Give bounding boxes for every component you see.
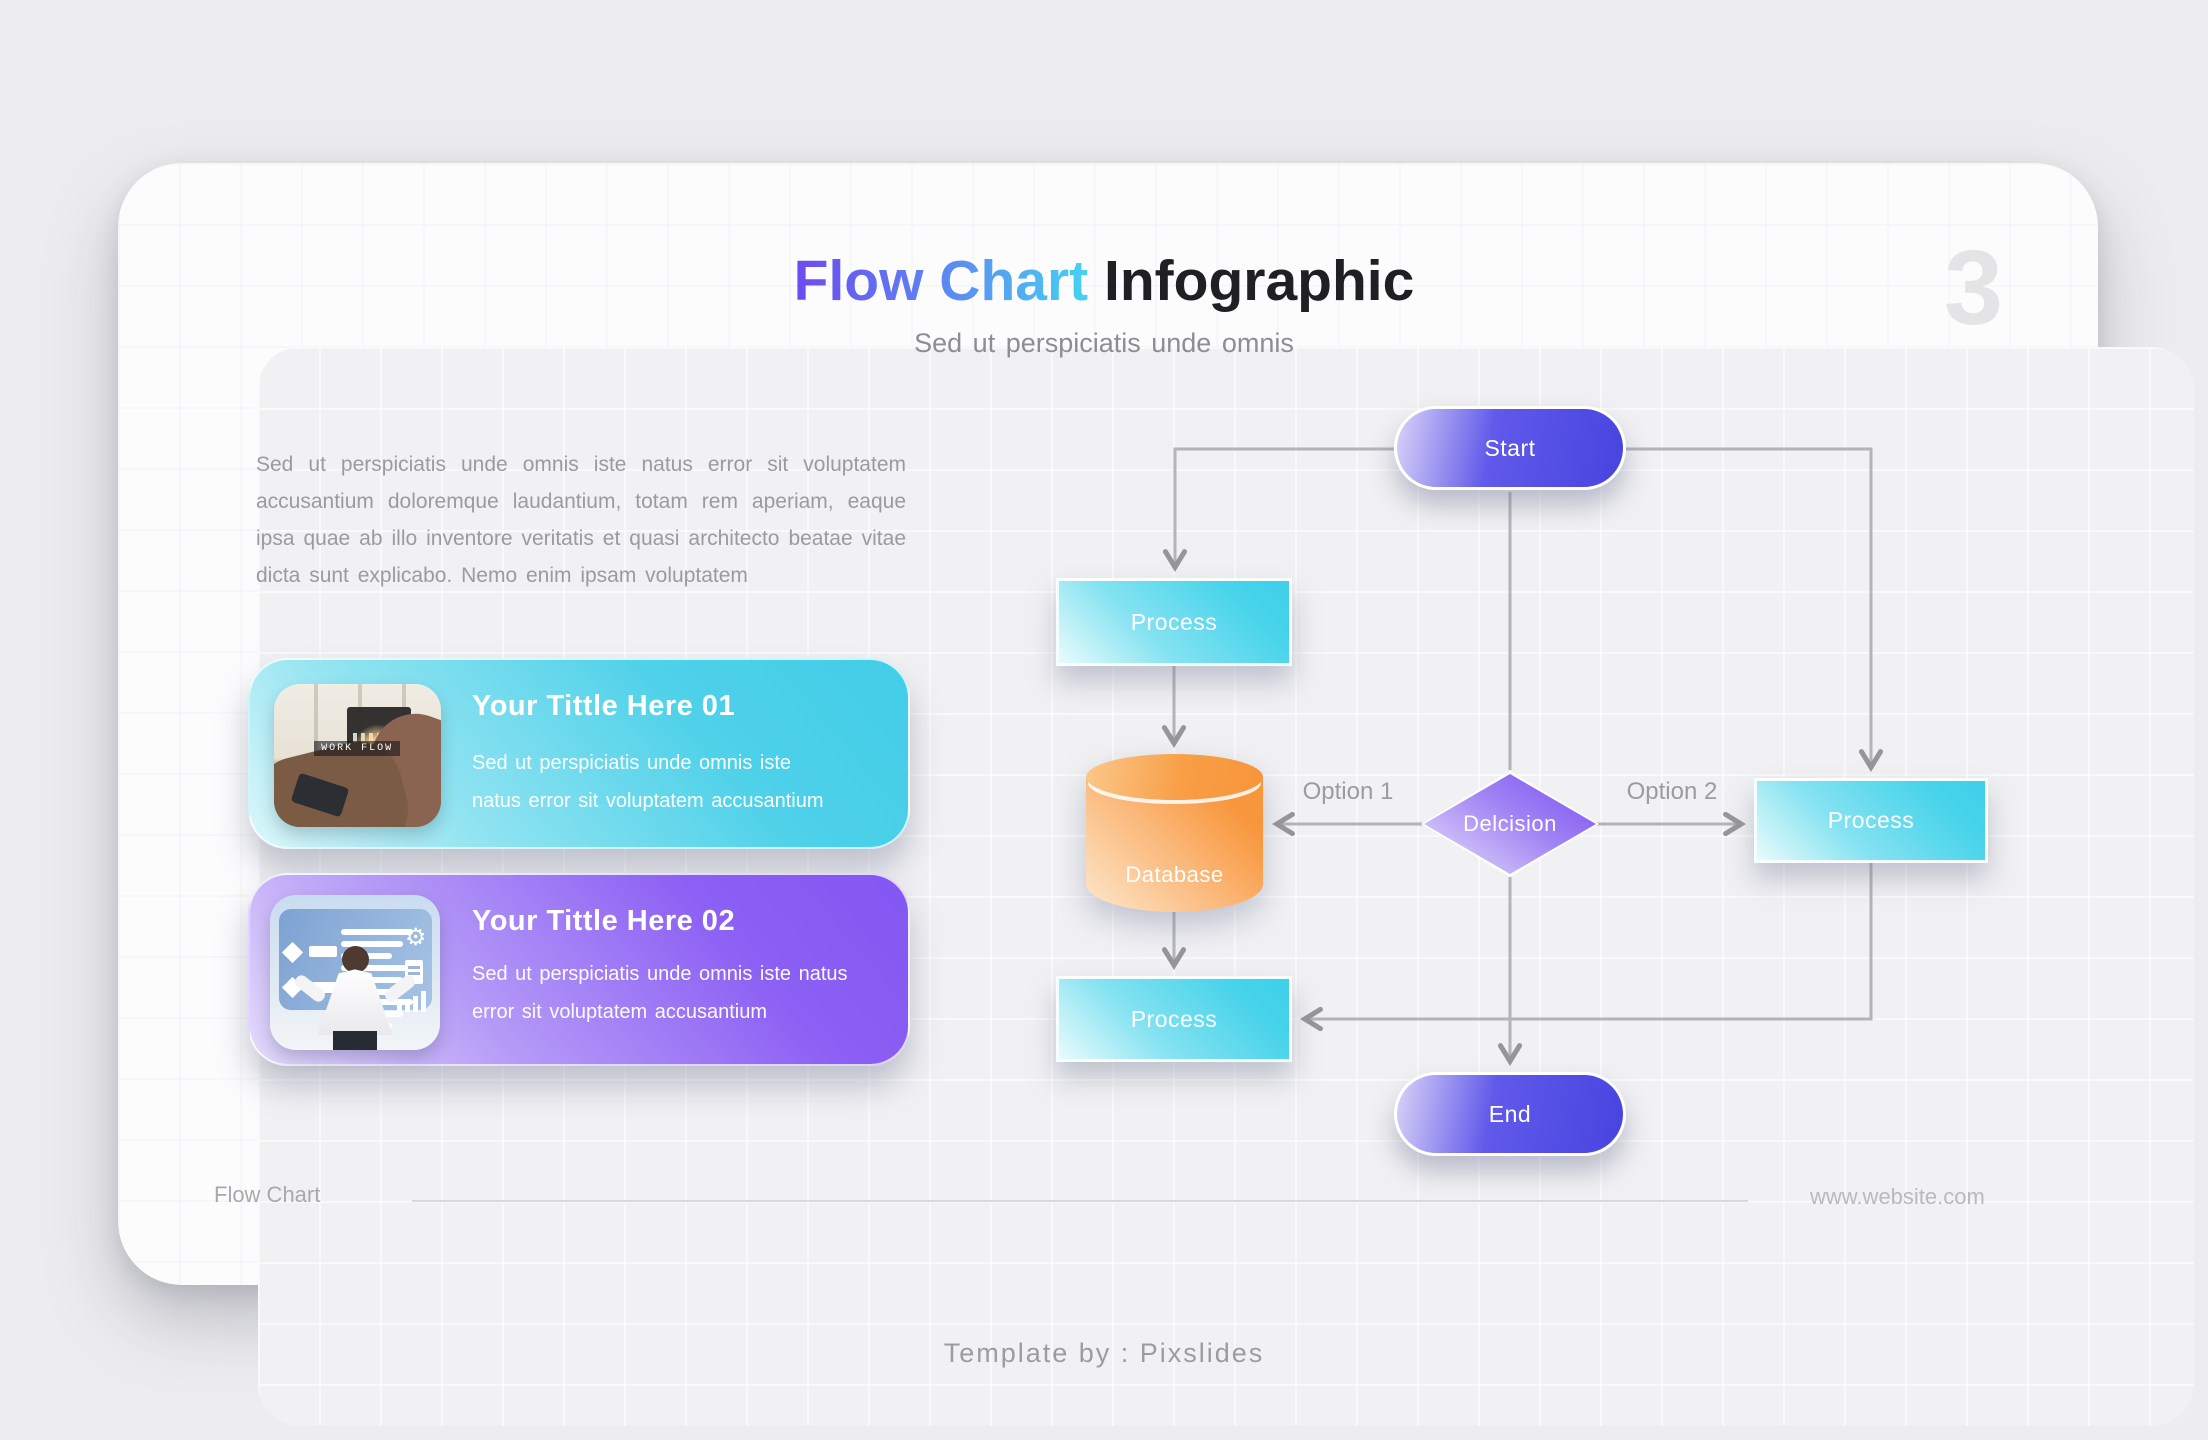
card-1-image: WORK FLOW: [274, 684, 441, 827]
edge-start-process2: [1626, 447, 1871, 766]
node-label: End: [1488, 1100, 1532, 1127]
info-card-2: ⚙ Your Tittle Here 02 Sed ut perspiciati…: [248, 873, 910, 1066]
slide-number: 3: [1944, 229, 2003, 347]
person-head: [342, 946, 369, 974]
title-accent: Flow Chart: [793, 249, 1089, 313]
description-text: Sed ut perspiciatis unde omnis iste natu…: [256, 453, 906, 587]
node-label: Database: [1125, 862, 1224, 887]
page-subtitle: Sed ut perspiciatis unde omnis: [914, 328, 1294, 358]
card-1-title: Your Tittle Here 01: [472, 690, 736, 722]
gear-icon: ⚙: [404, 924, 427, 951]
card-1-body: Sed ut perspiciatis unde omnis iste natu…: [472, 752, 824, 812]
footer-website: www.website.com: [1810, 1184, 1985, 1209]
flow-node-end: End: [1394, 1072, 1626, 1156]
photo-overlay-label: WORK FLOW: [314, 741, 401, 757]
info-card-1: WORK FLOW Your Tittle Here 01 Sed ut per…: [248, 658, 910, 849]
flow-node-process-1: Process: [1056, 578, 1292, 666]
cylinder-top: [1086, 754, 1263, 800]
card-2-title: Your Tittle Here 02: [472, 905, 736, 937]
flow-node-start: Start: [1394, 406, 1626, 490]
title-rest: Infographic: [1104, 249, 1415, 313]
node-label: Process: [1130, 1005, 1218, 1032]
flow-node-process-2: Process: [1754, 778, 1988, 863]
node-label: Start: [1484, 434, 1536, 461]
node-label: Process: [1827, 807, 1915, 833]
flowboard-photo: ⚙: [270, 895, 440, 1050]
footer-divider: [412, 1200, 1748, 1202]
bar-chart-icon: [397, 991, 427, 1013]
edge-label-option-1: Option 1: [1302, 778, 1394, 805]
edge-start-process1: [1175, 447, 1394, 566]
meeting-photo: WORK FLOW: [274, 684, 441, 827]
node-label: Process: [1130, 608, 1218, 635]
edge-label-option-2: Option 2: [1626, 778, 1718, 805]
flow-node-database: Database: [1086, 754, 1263, 912]
node-label: Delcision: [1463, 811, 1557, 836]
title-block: Flow Chart Infographic Sed ut perspiciat…: [14, 248, 2194, 359]
card-2-image: ⚙: [270, 895, 440, 1050]
footer-slide-name: Flow Chart: [214, 1182, 321, 1207]
rect-shape: [309, 946, 338, 958]
card-2-body: Sed ut perspiciatis unde omnis iste natu…: [472, 963, 848, 1023]
edge-process2-process3: [1306, 863, 1873, 1019]
flow-node-process-3: Process: [1056, 976, 1292, 1062]
template-credit: Template by : Pixslides: [943, 1338, 1265, 1368]
rect-shape: [309, 981, 338, 993]
page-title: Flow Chart Infographic: [14, 248, 2194, 314]
person-pants: [333, 1031, 377, 1050]
